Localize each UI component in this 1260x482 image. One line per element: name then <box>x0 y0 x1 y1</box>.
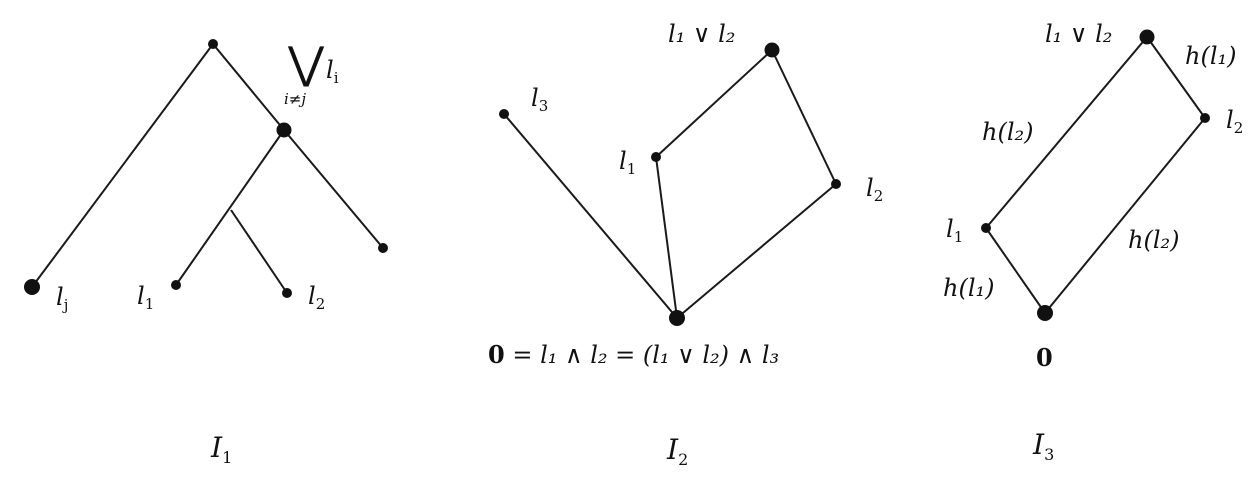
edge <box>771 49 837 185</box>
label-l2: l2 <box>1226 106 1244 137</box>
node-l1 <box>171 280 181 290</box>
node-l1 <box>981 223 991 233</box>
edge <box>283 129 384 249</box>
label-l3: l3 <box>531 84 549 115</box>
edge-label-h-l2-left: h(l₂) <box>982 118 1034 146</box>
node-l1-join-l2 <box>1139 29 1155 45</box>
node-lj <box>24 279 40 295</box>
edge <box>31 43 214 288</box>
label-l1: l1 <box>137 282 155 313</box>
node-l2 <box>1200 113 1210 123</box>
edge <box>1044 117 1206 314</box>
node-l1 <box>651 152 661 162</box>
node-l1-join-l2 <box>764 42 780 58</box>
label-l2: l2 <box>866 174 884 205</box>
edge-label-h-l1-bottom: h(l₁) <box>943 274 995 302</box>
node-zero <box>1037 305 1053 321</box>
edge <box>655 49 773 158</box>
label-li: li <box>326 56 339 87</box>
label-l1-join-l2: l₁ ∨ l₂ <box>668 20 736 48</box>
label-l2: l2 <box>308 282 326 313</box>
label-l1-join-l2: l₁ ∨ l₂ <box>1045 20 1113 48</box>
node-l2 <box>282 288 292 298</box>
edge <box>230 209 288 294</box>
label-l1: l1 <box>946 215 964 246</box>
caption-I1: I1 <box>211 431 233 467</box>
diagram-I3 <box>981 29 1210 321</box>
label-l1: l1 <box>619 147 637 178</box>
big-join-subscript: i≠j <box>284 90 307 108</box>
edge <box>1146 36 1206 119</box>
big-join-symbol: ⋁ <box>288 38 325 89</box>
edge-label-h-l1-top: h(l₁) <box>1185 42 1237 70</box>
node-right-leaf <box>378 243 388 253</box>
edge-label-h-l2-right: h(l₂) <box>1128 226 1180 254</box>
edge <box>985 227 1046 314</box>
edge <box>985 36 1148 229</box>
caption-I3: I3 <box>1033 428 1055 464</box>
edge <box>212 43 285 131</box>
edge <box>676 183 837 319</box>
node-zero <box>669 310 685 326</box>
node-l2 <box>831 179 841 189</box>
node-l3 <box>499 109 509 119</box>
node-top <box>208 39 218 49</box>
label-zero: 0 <box>1036 343 1053 372</box>
label-lj: lj <box>56 283 69 314</box>
diagram-I1 <box>24 39 388 298</box>
edge <box>655 156 678 319</box>
caption-I2: I2 <box>667 433 689 469</box>
diagram-I2 <box>499 42 841 326</box>
node-join-others <box>276 122 292 138</box>
meet-equation: 0 = l₁ ∧ l₂ = (l₁ ∨ l₂) ∧ l₃ <box>488 340 780 369</box>
edge <box>175 129 285 286</box>
edge <box>503 113 678 319</box>
